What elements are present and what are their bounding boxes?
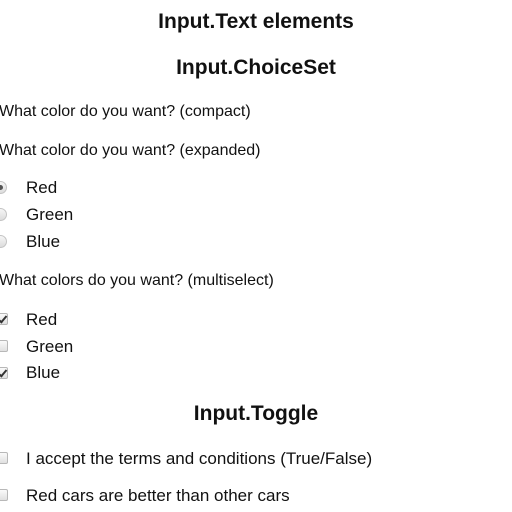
radio-label-blue[interactable]: Blue — [26, 232, 61, 251]
radio-label-red[interactable]: Red — [26, 178, 58, 197]
radio-blue[interactable] — [0, 235, 7, 248]
radio-green[interactable] — [0, 208, 7, 221]
toggle-terms-label[interactable]: I accept the terms and conditions (True/… — [26, 449, 373, 468]
heading-choice-set: Input.ChoiceSet — [176, 56, 336, 79]
toggle-terms-checkbox[interactable] — [0, 452, 8, 464]
expanded-prompt: What color do you want? (expanded) — [0, 142, 261, 159]
heading-text-elements: Input.Text elements — [158, 10, 354, 33]
heading-toggle: Input.Toggle — [193, 402, 319, 425]
checkbox-label-red[interactable]: Red — [26, 310, 58, 329]
radio-red[interactable] — [0, 181, 7, 194]
checkbox-label-green[interactable]: Green — [26, 337, 74, 356]
checkbox-blue[interactable] — [0, 367, 8, 379]
multiselect-prompt: What colors do you want? (multiselect) — [0, 272, 274, 289]
checkbox-red[interactable] — [0, 313, 8, 325]
checkbox-label-blue[interactable]: Blue — [26, 363, 61, 382]
compact-prompt: What color do you want? (compact) — [0, 103, 251, 120]
toggle-red-cars-checkbox[interactable] — [0, 489, 8, 501]
radio-label-green[interactable]: Green — [26, 205, 74, 224]
checkbox-green[interactable] — [0, 340, 8, 352]
toggle-red-cars-label[interactable]: Red cars are better than other cars — [26, 486, 290, 505]
